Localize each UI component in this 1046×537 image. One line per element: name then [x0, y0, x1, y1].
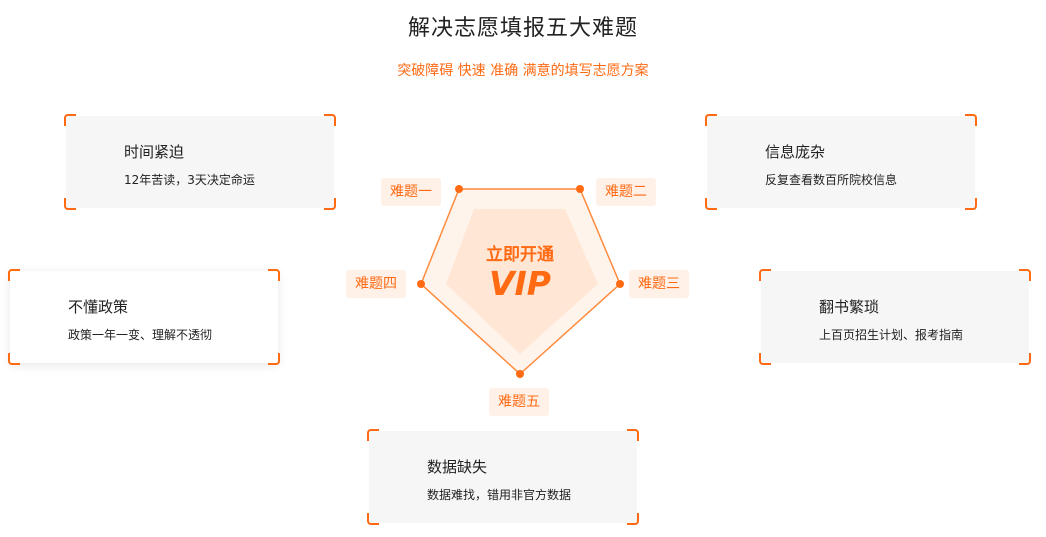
- tag-problem-1: 难题一: [381, 178, 441, 206]
- card-info-overload: 信息庞杂 反复查看数百所院校信息: [705, 114, 977, 210]
- corner-bracket: [268, 269, 280, 281]
- corner-bracket: [705, 198, 717, 210]
- vertex-dot-2: [576, 185, 584, 193]
- corner-bracket: [1019, 353, 1031, 365]
- corner-bracket: [8, 353, 20, 365]
- tag-problem-4: 难题四: [346, 270, 406, 298]
- card-description: 政策一年一变、理解不透彻: [68, 328, 213, 342]
- tag-problem-3: 难题三: [629, 270, 689, 298]
- card-title: 时间紧迫: [124, 143, 185, 161]
- corner-bracket: [627, 429, 639, 441]
- tag-problem-5: 难题五: [489, 388, 549, 416]
- card-title: 翻书繁琐: [819, 298, 880, 316]
- corner-bracket: [759, 353, 771, 365]
- corner-bracket: [64, 114, 76, 126]
- card-tedious-books: 翻书繁琐 上百页招生计划、报考指南: [759, 269, 1031, 365]
- corner-bracket: [759, 269, 771, 281]
- card-policy: 不懂政策 政策一年一变、理解不透彻: [8, 269, 280, 365]
- corner-bracket: [367, 513, 379, 525]
- card-description: 12年苦读，3天决定命运: [124, 173, 255, 187]
- corner-bracket: [64, 198, 76, 210]
- card-title: 不懂政策: [68, 298, 129, 316]
- tag-problem-2: 难题二: [596, 178, 656, 206]
- card-description: 数据难找，错用非官方数据: [427, 488, 572, 502]
- corner-bracket: [627, 513, 639, 525]
- card-time-pressure: 时间紧迫 12年苦读，3天决定命运: [64, 114, 336, 210]
- vertex-dot-5: [516, 370, 524, 378]
- card-description: 反复查看数百所院校信息: [765, 173, 898, 187]
- corner-bracket: [705, 114, 717, 126]
- card-title: 信息庞杂: [765, 143, 826, 161]
- vertex-dot-1: [455, 185, 463, 193]
- card-description: 上百页招生计划、报考指南: [819, 328, 964, 342]
- vertex-dot-3: [616, 280, 624, 288]
- corner-bracket: [1019, 269, 1031, 281]
- corner-bracket: [8, 269, 20, 281]
- pentagon-inner-fill: [446, 209, 598, 354]
- corner-bracket: [965, 198, 977, 210]
- corner-bracket: [965, 114, 977, 126]
- corner-bracket: [324, 198, 336, 210]
- page-title: 解决志愿填报五大难题: [407, 16, 638, 41]
- page-subtitle: 突破障碍 快速 准确 满意的填写志愿方案: [397, 63, 649, 79]
- vertex-dot-4: [417, 280, 425, 288]
- vip-label[interactable]: VIP: [488, 264, 551, 303]
- corner-bracket: [324, 114, 336, 126]
- open-vip-label[interactable]: 立即开通: [486, 245, 554, 265]
- card-missing-data: 数据缺失 数据难找，错用非官方数据: [367, 429, 639, 525]
- corner-bracket: [268, 353, 280, 365]
- card-title: 数据缺失: [427, 458, 488, 476]
- corner-bracket: [367, 429, 379, 441]
